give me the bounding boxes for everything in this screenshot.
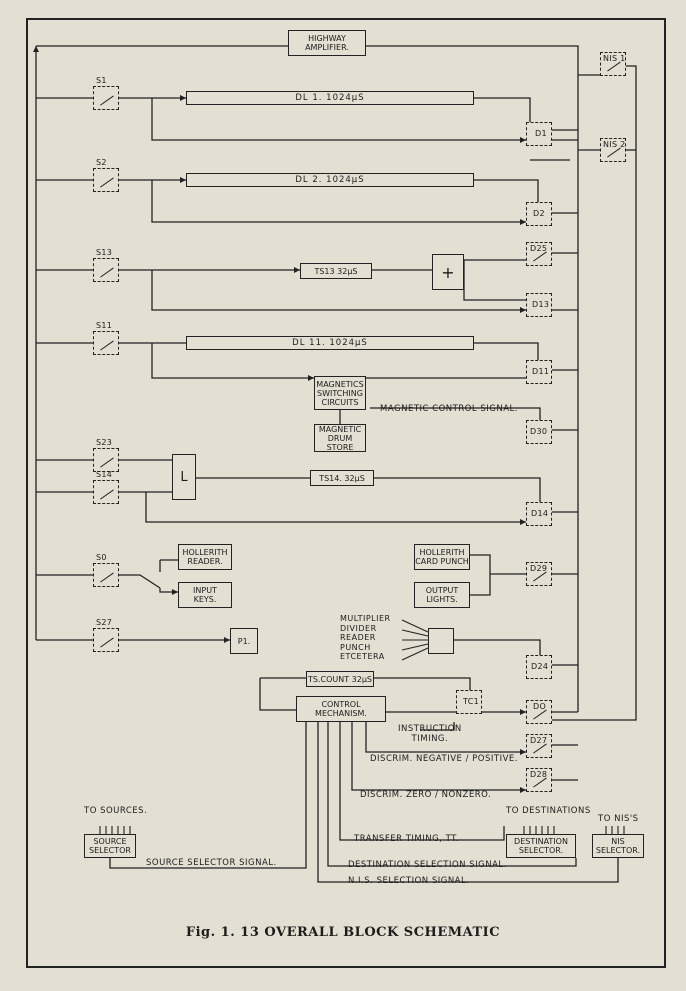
switch-s14: S14 xyxy=(93,470,119,504)
switch-d0: DO xyxy=(526,700,552,724)
source-signal-label: SOURCE SELECTOR SIGNAL. xyxy=(146,858,277,868)
switch-nis1: NIS 1 xyxy=(600,52,626,76)
switch-d25: D25 xyxy=(526,242,552,266)
delay-line-dl2: DL 2. 1024μS xyxy=(186,173,474,187)
to-sources-label: TO SOURCES. xyxy=(84,806,148,816)
discrim-zero-label: DISCRIM. ZERO / NONZERO. xyxy=(360,790,492,800)
switch-s1: S1 xyxy=(93,76,119,110)
adder-block: + xyxy=(432,254,464,290)
switch-d28: D28 xyxy=(526,768,552,792)
nis-selector-block: NIS SELECTOR. xyxy=(592,834,644,858)
delay-line-ts13: TS13 32μS xyxy=(300,263,372,279)
magnetic-control-label: MAGNETIC CONTROL SIGNAL. xyxy=(380,404,518,414)
switch-d30: D30 xyxy=(526,420,552,444)
to-nis-label: TO NIS'S xyxy=(598,814,639,824)
peripheral-unit-block xyxy=(428,628,454,654)
destination-selector-block: DESTINATION SELECTOR. xyxy=(506,834,576,858)
hollerith-reader-block: HOLLERITH READER. xyxy=(178,544,232,570)
switch-d1: D1 xyxy=(526,122,552,146)
switch-s11: S11 xyxy=(93,321,119,355)
delay-line-ts14: TS14. 32μS xyxy=(310,470,374,486)
figure-caption: Fig. 1. 13 OVERALL BLOCK SCHEMATIC xyxy=(185,925,501,940)
switch-d27: D27 xyxy=(526,734,552,758)
to-destinations-label: TO DESTINATIONS xyxy=(506,806,591,816)
nis-signal-label: N.I.S. SELECTION SIGNAL. xyxy=(348,876,470,886)
switch-d11: D11 xyxy=(526,360,552,384)
peripherals-label: MULTIPLIER DIVIDER READER PUNCH ETCETERA xyxy=(340,614,391,661)
magnetic-drum-block: MAGNETIC DRUM STORE xyxy=(314,424,366,452)
hollerith-punch-block: HOLLERITH CARD PUNCH xyxy=(414,544,470,570)
delay-line-tscount: TS.COUNT 32μS xyxy=(306,671,374,687)
magnetics-switching-block: MAGNETICS SWITCHING CIRCUITS xyxy=(314,376,366,410)
instruction-timing-label: INSTRUCTION TIMING. xyxy=(398,724,462,744)
discrim-negative-label: DISCRIM. NEGATIVE / POSITIVE. xyxy=(370,754,518,764)
pi-block: P1. xyxy=(230,628,258,654)
highway-amplifier-block: HIGHWAY AMPLIFIER. xyxy=(288,30,366,56)
diagram-frame xyxy=(26,18,666,968)
switch-nis2: NIS 2 xyxy=(600,138,626,162)
transfer-timing-label: TRANSFER TIMING, TT. xyxy=(354,834,460,844)
control-mechanism-block: CONTROL MECHANISM. xyxy=(296,696,386,722)
switch-d14: D14 xyxy=(526,502,552,526)
switch-d24: D24 xyxy=(526,655,552,679)
switch-s0: S0 xyxy=(93,553,119,587)
source-selector-block: SOURCE SELECTOR xyxy=(84,834,136,858)
output-lights-block: OUTPUT LIGHTS. xyxy=(414,582,470,608)
switch-d2: D2 xyxy=(526,202,552,226)
delay-line-dl1: DL 1. 1024μS xyxy=(186,91,474,105)
destination-signal-label: DESTINATION SELECTION SIGNAL. xyxy=(348,860,507,870)
delay-line-dl11: DL 11. 1024μS xyxy=(186,336,474,350)
switch-d13: D13 xyxy=(526,293,552,317)
switch-s27: S27 xyxy=(93,618,119,652)
switch-tc1: TC1 xyxy=(456,690,482,714)
input-keys-block: INPUT KEYS. xyxy=(178,582,232,608)
switch-s23: S23 xyxy=(93,438,119,472)
switch-s13: S13 xyxy=(93,248,119,282)
switch-s2: S2 xyxy=(93,158,119,192)
l-block: L xyxy=(172,454,196,500)
switch-d29: D29 xyxy=(526,562,552,586)
